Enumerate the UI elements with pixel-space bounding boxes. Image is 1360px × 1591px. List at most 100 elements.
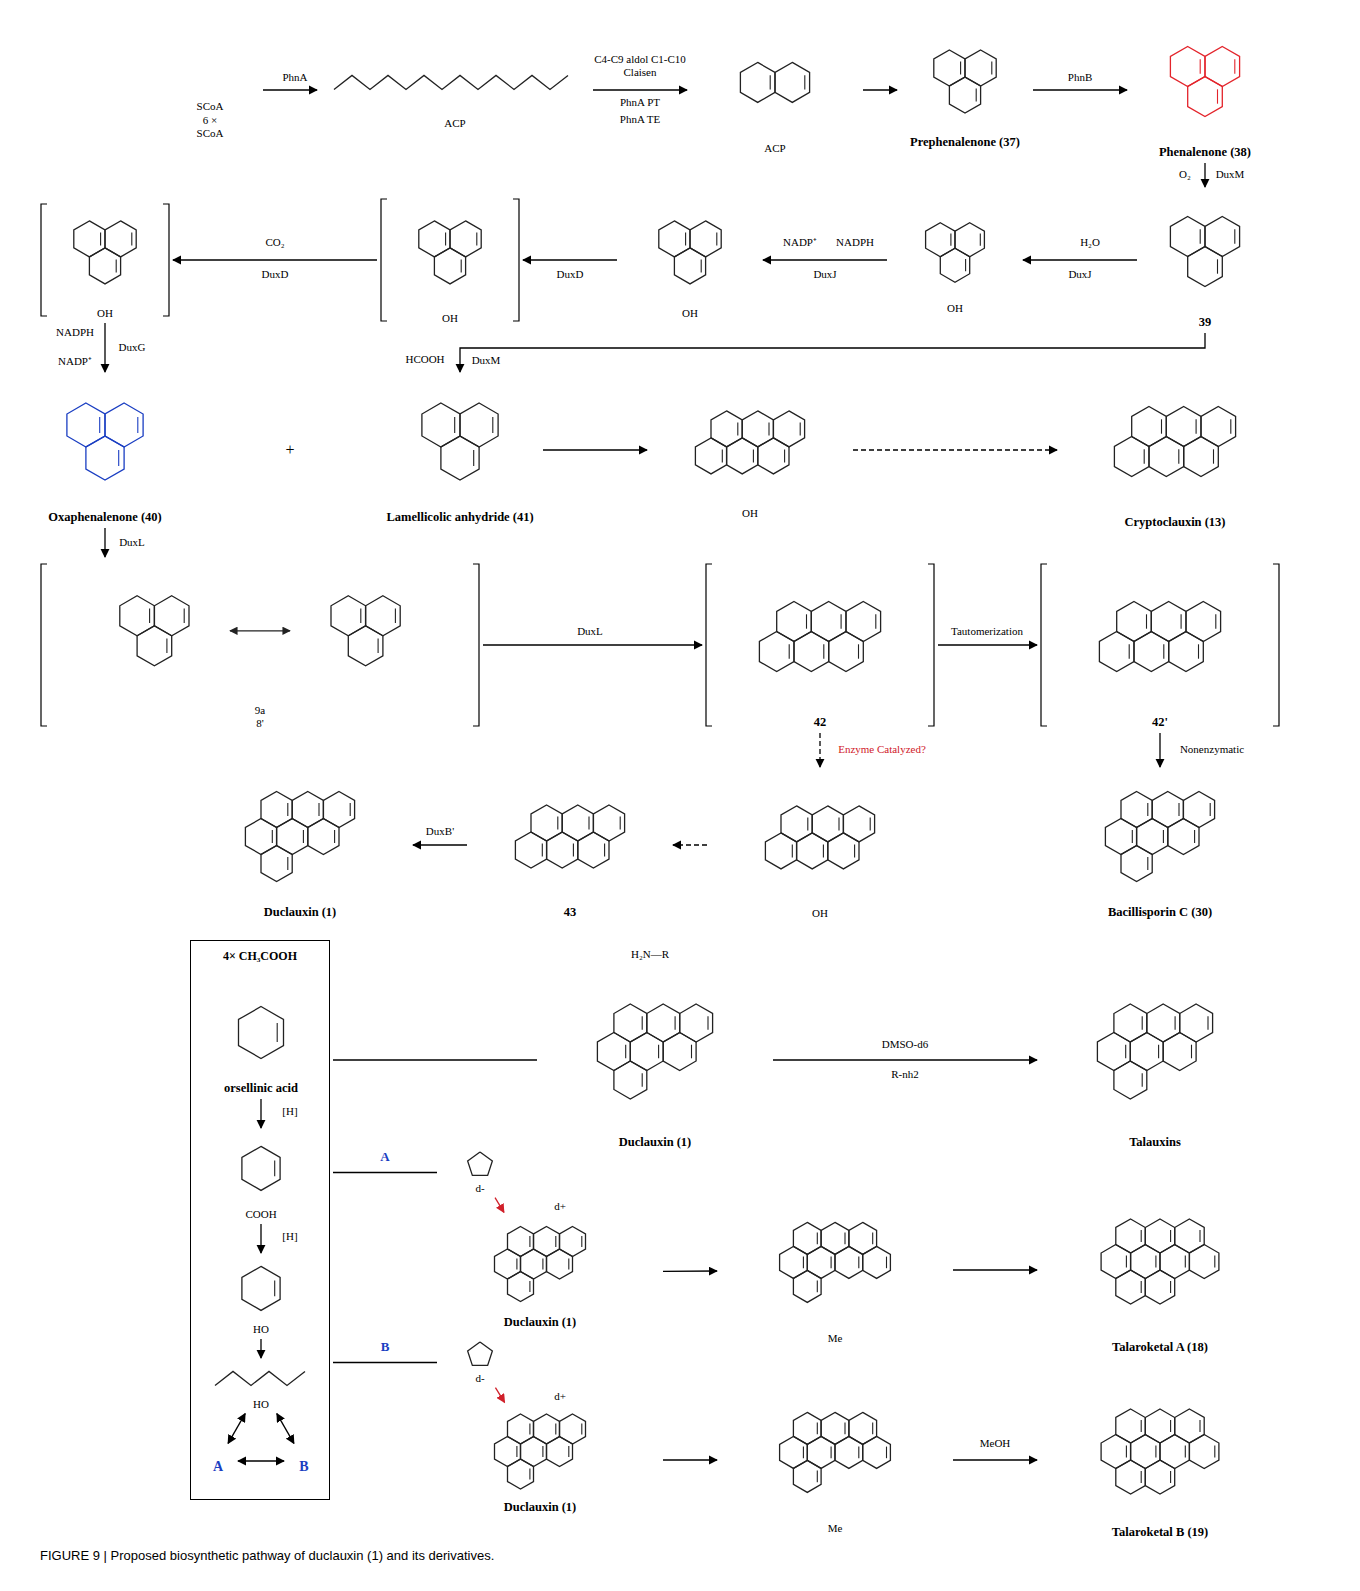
reaction-arrow	[333, 1059, 537, 1060]
ring-bond	[797, 833, 828, 869]
structure-label: OH	[682, 307, 698, 320]
structure-sketch	[41, 204, 169, 316]
resonance-arrow	[230, 630, 290, 631]
ring-bond	[759, 632, 794, 672]
double-bond	[817, 1423, 818, 1435]
enzyme-label: DuxJ	[1066, 268, 1093, 281]
structure-sketch	[659, 221, 721, 284]
structure-label: HO	[253, 1398, 269, 1411]
ring-bond	[261, 846, 292, 882]
ring-bond	[1151, 602, 1186, 642]
double-bond	[555, 1424, 556, 1435]
compound-name: Bacillisporin C (30)	[1108, 905, 1212, 920]
compound-node: Talauxins	[1040, 970, 1270, 1150]
compound-name: Cryptoclauxin (13)	[1124, 515, 1225, 530]
ring-bond	[1114, 1004, 1147, 1042]
double-bond	[770, 75, 771, 89]
double-bond	[581, 1236, 582, 1247]
double-bond	[542, 844, 543, 857]
intermediate-bracket	[706, 564, 934, 726]
double-bond	[1198, 644, 1199, 658]
double-bond	[1214, 1445, 1215, 1457]
structure-label: OH	[442, 312, 458, 325]
double-bond	[817, 1281, 818, 1293]
double-bond	[950, 234, 951, 246]
structure-sketch	[1105, 792, 1214, 882]
structure-sketch	[495, 1414, 586, 1489]
double-bond	[445, 232, 446, 245]
structure-label: d-	[475, 1372, 484, 1385]
double-bond	[960, 62, 961, 75]
ring-bond	[245, 819, 276, 855]
ring-bond	[849, 1412, 877, 1444]
reaction-arrow	[1159, 733, 1160, 767]
structure-label: B	[299, 1459, 308, 1476]
double-bond	[395, 609, 396, 623]
ring-bond	[1166, 407, 1201, 447]
double-bond	[800, 422, 801, 435]
double-bond	[1178, 449, 1179, 463]
double-bond	[1207, 1016, 1208, 1030]
reagent-label: O₂	[1177, 168, 1193, 181]
double-bond	[1126, 1255, 1127, 1267]
structure-sketch	[1170, 47, 1239, 117]
double-bond	[858, 1257, 859, 1269]
double-bond	[1175, 1016, 1176, 1030]
reaction-arrow	[543, 449, 647, 450]
ring-bond	[828, 833, 859, 869]
structure-label: OH	[742, 507, 758, 520]
structure-sketch	[515, 805, 624, 868]
reaction-arrow	[460, 333, 1205, 372]
double-bond	[272, 830, 273, 843]
ring-bond	[1188, 77, 1223, 117]
double-bond	[1129, 644, 1130, 658]
compound-node: HO	[201, 1361, 321, 1411]
double-bond	[976, 89, 977, 102]
ring-bond	[547, 1437, 573, 1467]
double-bond	[831, 1257, 832, 1269]
ring-bond	[695, 438, 726, 474]
reaction-arrow	[673, 844, 707, 845]
compound-node: Duclauxin (1)	[540, 970, 770, 1150]
double-bond	[1141, 1471, 1142, 1483]
ring-bond	[965, 50, 996, 86]
ring-bond	[1131, 1435, 1160, 1469]
ring-bond	[690, 221, 721, 257]
ring-bond	[940, 248, 969, 282]
enzyme-label: Nonenzymatic	[1178, 743, 1246, 756]
reaction-arrow	[104, 323, 105, 372]
double-bond	[1210, 803, 1211, 816]
double-bond	[1191, 1045, 1192, 1059]
ring-bond	[821, 1412, 849, 1444]
reaction-arrow	[663, 1270, 717, 1272]
ring-bond	[835, 1246, 863, 1278]
ring-bond	[711, 411, 742, 447]
double-bond	[137, 417, 138, 433]
ring-bond	[926, 223, 955, 257]
reagent-label: CO₂	[263, 236, 286, 249]
double-bond	[620, 817, 621, 830]
ring-bond	[508, 1459, 534, 1489]
ring-bond	[1163, 1033, 1196, 1071]
double-bond	[722, 449, 723, 462]
structure-sketch	[1170, 217, 1239, 287]
double-bond	[350, 803, 351, 816]
double-bond	[318, 803, 319, 816]
double-bond	[99, 417, 100, 433]
double-bond	[492, 417, 493, 433]
ring-bond	[1170, 217, 1205, 257]
double-bond	[568, 1259, 569, 1270]
reaction-arrow	[773, 1059, 1037, 1060]
ring-bond	[331, 596, 366, 636]
reaction-arrow	[104, 528, 105, 557]
ring-bond	[1114, 437, 1149, 477]
structure-label: Me	[828, 1332, 843, 1345]
ring-bond	[1183, 792, 1214, 828]
reagent-label: d+	[552, 1390, 568, 1403]
double-bond	[886, 1447, 887, 1459]
compound-node: OH	[380, 195, 520, 325]
ring-bond	[422, 403, 460, 447]
double-bond	[1170, 1420, 1171, 1432]
ring-bond	[547, 832, 578, 868]
